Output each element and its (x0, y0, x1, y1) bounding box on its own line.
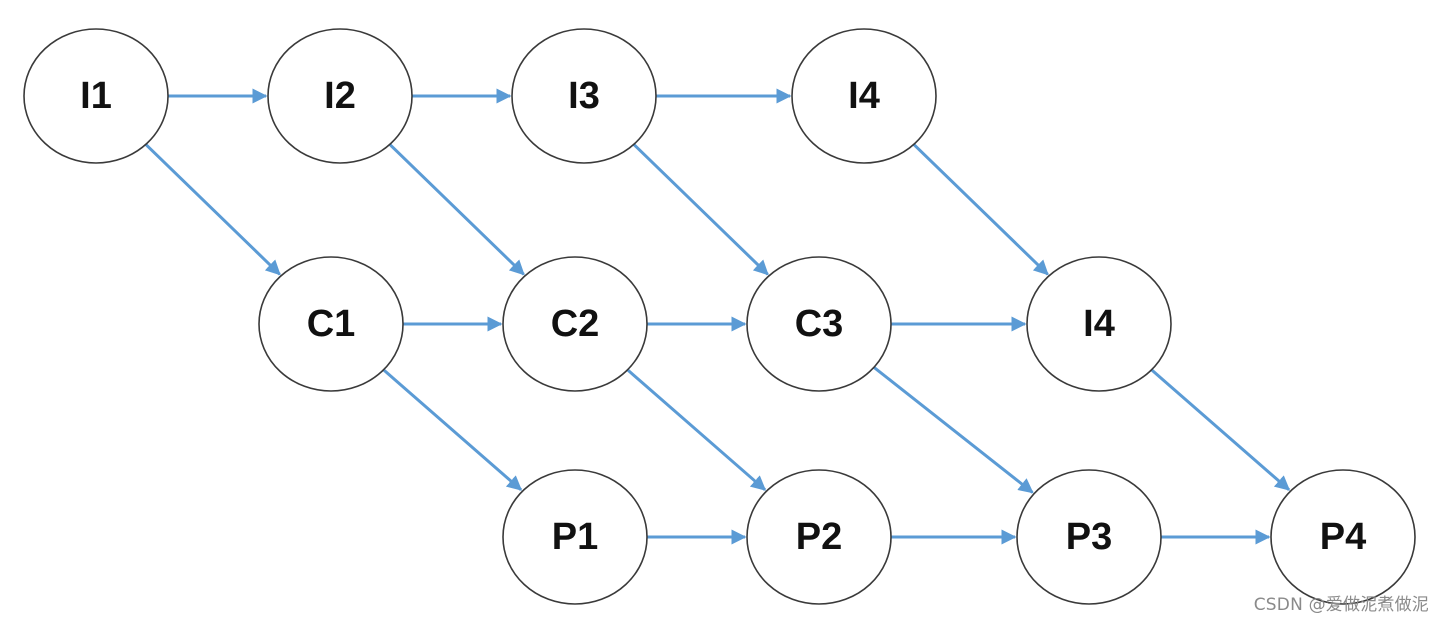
node-label: C1 (307, 303, 356, 345)
node-circle (502, 256, 648, 392)
node-label: P2 (796, 516, 842, 558)
node-circle (746, 256, 892, 392)
node-c2: C2 (502, 256, 648, 392)
node-circle (502, 469, 648, 605)
node-label: I3 (568, 75, 600, 117)
node-circle (746, 469, 892, 605)
node-p2: P2 (746, 469, 892, 605)
node-label: C2 (551, 303, 600, 345)
node-label: I4 (1083, 303, 1115, 345)
edge-c3-to-p3 (872, 366, 1034, 494)
edges-layer (144, 88, 1291, 545)
node-circle (1016, 469, 1162, 605)
node-label: P1 (552, 516, 598, 558)
node-label: I4 (848, 75, 880, 117)
node-i4-top: I4 (791, 28, 937, 164)
node-i1: I1 (23, 28, 169, 164)
edge-c1-to-p1 (382, 368, 523, 491)
node-i3: I3 (511, 28, 657, 164)
csdn-watermark: CSDN @爱做泥煮做泥 (1253, 595, 1429, 615)
node-label: P4 (1320, 516, 1366, 558)
node-circle (791, 28, 937, 164)
node-circle (1270, 469, 1416, 605)
node-i2: I2 (267, 28, 413, 164)
node-circle (1026, 256, 1172, 392)
edge-i4_mid-to-p4 (1150, 368, 1291, 491)
edge-i2-to-c2 (388, 143, 525, 276)
node-i4-mid: I4 (1026, 256, 1172, 392)
node-circle (258, 256, 404, 392)
edge-c2-to-p2 (626, 368, 767, 491)
edge-i1-to-c1 (144, 143, 281, 276)
edge-i4_top-to-i4_mid (912, 143, 1049, 276)
node-label: I1 (80, 75, 112, 117)
node-p1: P1 (502, 469, 648, 605)
node-c1: C1 (258, 256, 404, 392)
node-label: I2 (324, 75, 356, 117)
node-circle (23, 28, 169, 164)
node-circle (511, 28, 657, 164)
node-p3: P3 (1016, 469, 1162, 605)
edge-i3-to-c3 (632, 143, 769, 276)
node-label: P3 (1066, 516, 1112, 558)
node-c3: C3 (746, 256, 892, 392)
node-label: C3 (795, 303, 844, 345)
node-p4: P4 (1270, 469, 1416, 605)
node-circle (267, 28, 413, 164)
